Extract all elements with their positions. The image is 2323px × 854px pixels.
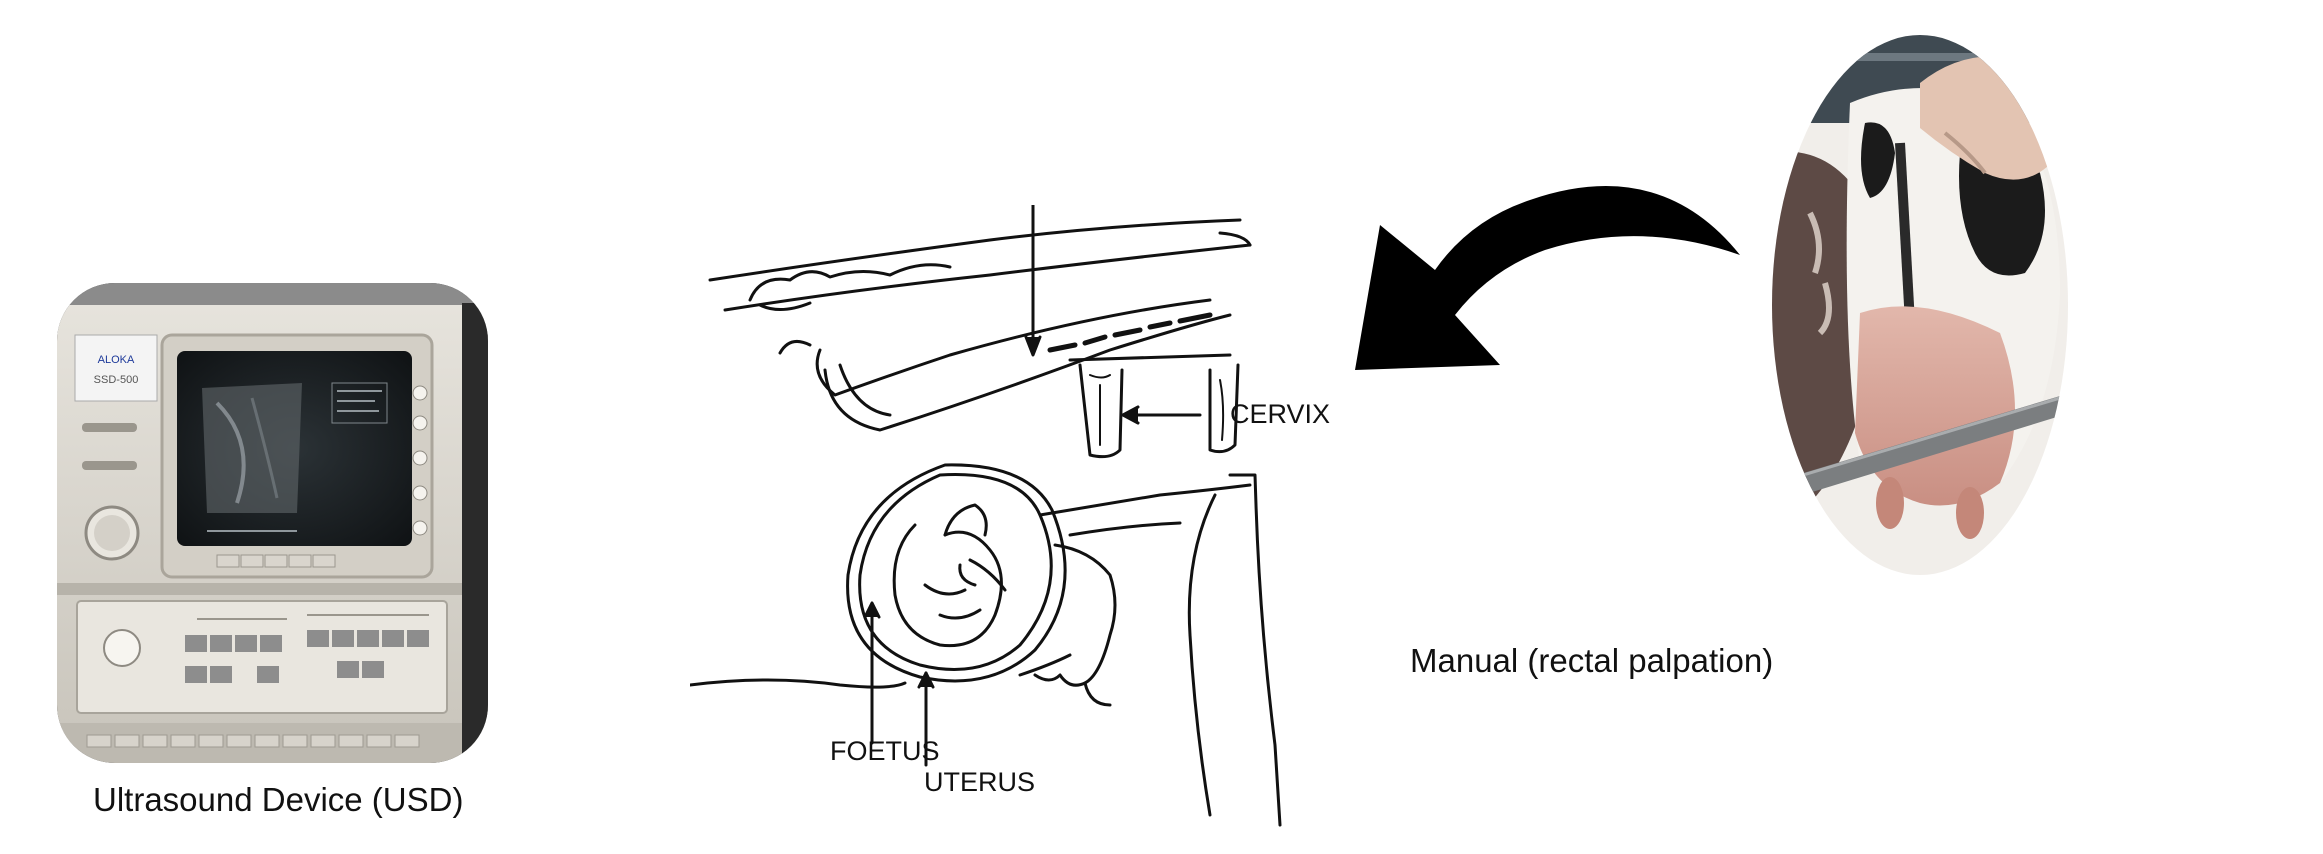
uterus-label: UTERUS: [924, 767, 1035, 797]
curved-arrow-left-icon: [1355, 186, 1740, 370]
manual-palpation-caption: Manual (rectal palpation): [1410, 642, 1774, 679]
ultrasound-device-image: ALOKA SSD-500: [57, 283, 488, 763]
foetus-outline: [892, 523, 1003, 648]
spine-outline: [708, 218, 1242, 282]
pregnancy-diagram: CERVIX FOETUS UTERUS: [690, 205, 1330, 827]
rectal-palpation-image: [1772, 35, 2068, 575]
uterus-outline: [858, 473, 1053, 671]
brand-label: ALOKA: [98, 354, 135, 366]
foetus-label: FOETUS: [830, 736, 940, 766]
cervix-label: CERVIX: [1230, 399, 1330, 429]
cervix-outline: [1078, 363, 1124, 459]
ultrasound-caption: Ultrasound Device (USD): [93, 781, 464, 818]
model-label: SSD-500: [94, 374, 139, 386]
rectum-outline: [815, 298, 1212, 397]
